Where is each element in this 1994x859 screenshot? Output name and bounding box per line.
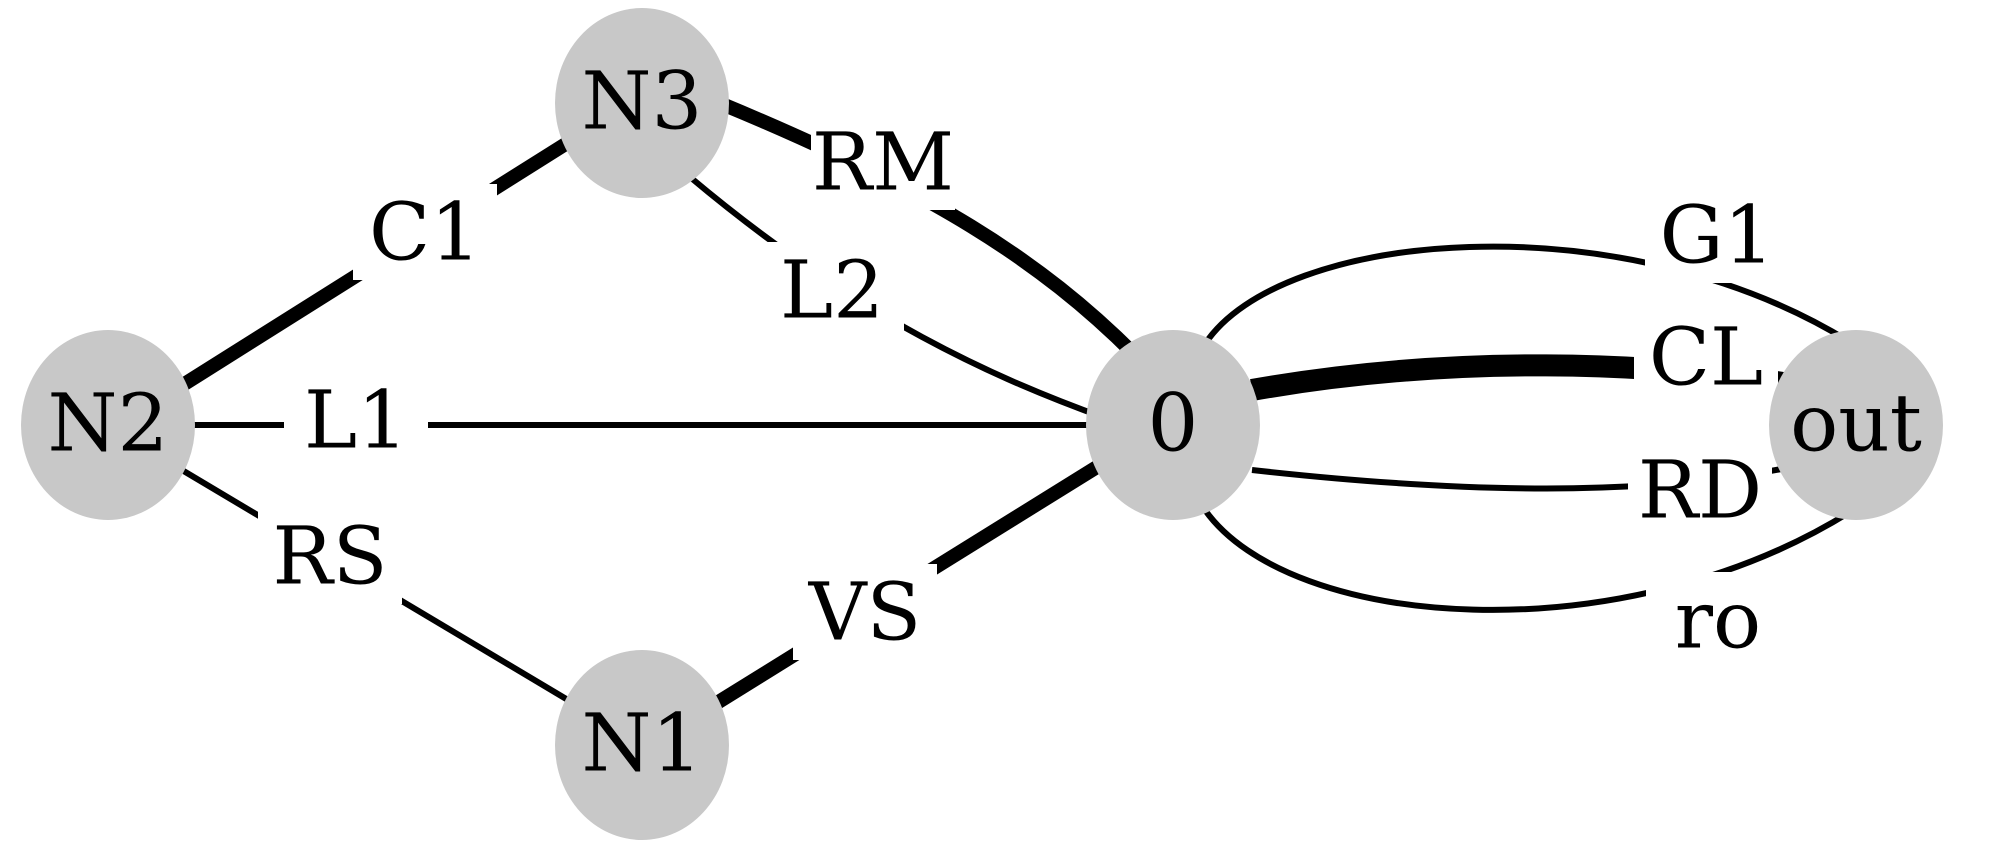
edge-label-vs: VS <box>808 566 922 659</box>
node-label-0: 0 <box>1148 377 1199 470</box>
node-label-n1: N1 <box>582 697 703 790</box>
node-n2 <box>21 330 195 520</box>
node-label-n3: N3 <box>582 55 703 148</box>
edge-label-rd: RD <box>1638 444 1762 537</box>
edge-label-g1: G1 <box>1660 189 1775 282</box>
node-n3 <box>555 8 729 198</box>
node-label-n2: N2 <box>48 377 169 470</box>
edge-rm <box>719 97 1140 360</box>
edge-label-mask <box>284 372 428 468</box>
node-out <box>1769 330 1943 520</box>
edge-label-mask <box>1646 572 1790 668</box>
edge-label-mask <box>1645 187 1789 283</box>
edge-label-mask <box>811 114 955 210</box>
edge-label-mask <box>793 564 937 660</box>
edge-label-l2: L2 <box>780 244 884 337</box>
edge-l2 <box>688 174 1107 421</box>
edge-label-mask <box>1628 442 1772 538</box>
node-label-out: out <box>1790 377 1922 470</box>
edge-label-mask <box>258 508 402 604</box>
edge-ro <box>1202 508 1852 613</box>
edge-label-l1: L1 <box>304 374 408 467</box>
node-0 <box>1086 330 1260 520</box>
edge-label-mask <box>353 184 497 280</box>
edge-label-mask <box>760 242 904 338</box>
edge-label-rm: RM <box>812 116 954 209</box>
edge-label-mask <box>1634 309 1778 405</box>
node-n1 <box>555 650 729 840</box>
edge-label-cl: CL <box>1649 311 1763 404</box>
edge-label-rs: RS <box>272 510 387 603</box>
edge-label-c1: C1 <box>369 186 481 279</box>
edge-label-ro: ro <box>1675 574 1761 667</box>
edge-g1 <box>1202 243 1852 346</box>
